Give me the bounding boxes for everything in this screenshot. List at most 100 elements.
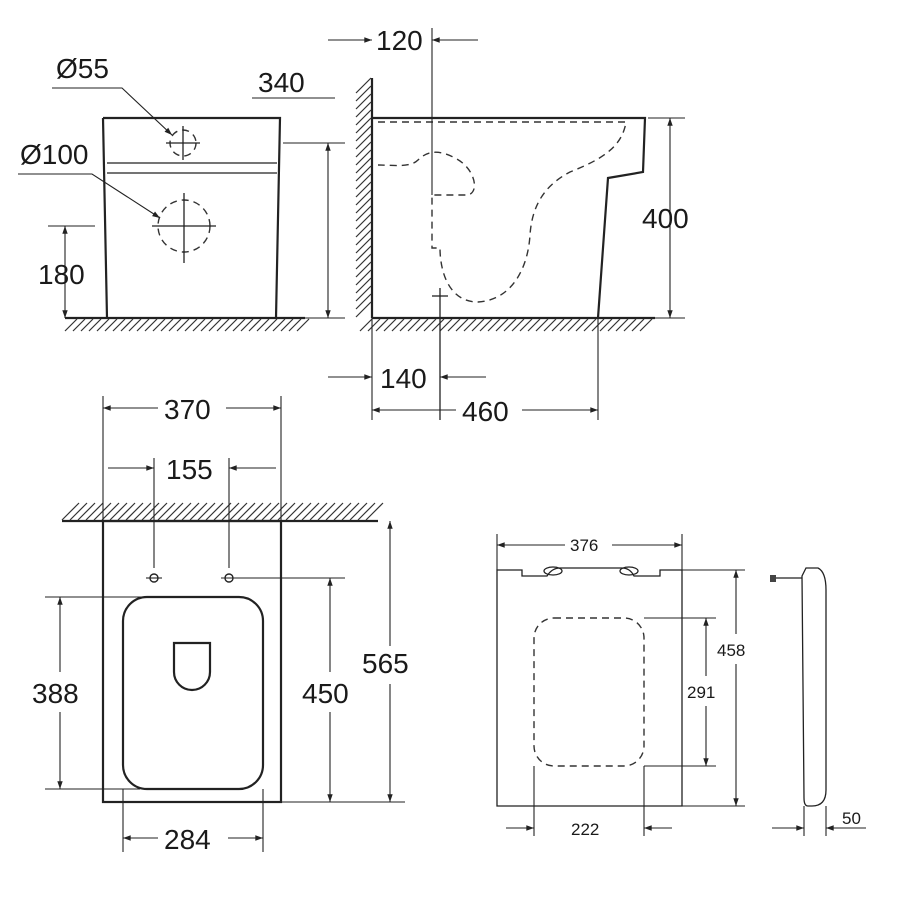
hatch-stroke: [293, 502, 312, 521]
hatch-stroke: [80, 318, 94, 332]
hatch-stroke: [197, 502, 216, 521]
hatch-stroke: [333, 502, 352, 521]
hatch-stroke: [355, 197, 372, 214]
hatch-stroke: [280, 318, 294, 332]
hatch-stroke: [208, 318, 222, 332]
plan-outlet: [172, 641, 212, 692]
hatch-stroke: [355, 109, 372, 126]
seat-opening: [533, 617, 645, 767]
hatch-stroke: [375, 318, 389, 332]
hatch-stroke: [355, 253, 372, 270]
hatch-stroke: [607, 318, 621, 332]
hatch-stroke: [355, 293, 372, 310]
hatch-stroke: [639, 318, 653, 332]
side-hidden-bowl: [377, 121, 627, 303]
hatch-stroke: [213, 502, 232, 521]
hatch-stroke: [104, 318, 118, 332]
hatch-stroke: [355, 181, 372, 198]
seat-side-hinge-cap: [770, 575, 776, 582]
side-view: 120 400 140 460: [328, 25, 689, 427]
hatch-stroke: [355, 277, 372, 294]
hatch-stroke: [355, 117, 372, 134]
hatch-stroke: [355, 133, 372, 150]
hatch-stroke: [144, 318, 158, 332]
hatch-stroke: [431, 318, 445, 332]
hatch-stroke: [519, 318, 533, 332]
hatch-stroke: [168, 318, 182, 332]
seat-side-profile: [801, 567, 827, 807]
hatch-stroke: [367, 318, 381, 332]
hatch-stroke: [216, 318, 230, 332]
label-dia-inlet: Ø55: [56, 53, 109, 84]
hatch-stroke: [285, 502, 304, 521]
hatch-stroke: [317, 502, 336, 521]
hatch-stroke: [355, 221, 372, 238]
label-side-depth: 460: [462, 396, 509, 427]
hatch-stroke: [77, 502, 96, 521]
hatch-stroke: [184, 318, 198, 332]
hatch-stroke: [272, 318, 286, 332]
hatch-stroke: [125, 502, 144, 521]
hatch-stroke: [355, 189, 372, 206]
hatch-stroke: [256, 318, 270, 332]
hatch-stroke: [359, 318, 373, 332]
hatch-stroke: [309, 502, 328, 521]
hatch-stroke: [232, 318, 246, 332]
seat-hinge-left: [543, 566, 563, 576]
hatch-stroke: [152, 318, 166, 332]
hatch-stroke: [264, 318, 278, 332]
seat-outline: [496, 567, 683, 807]
hatch-stroke: [471, 318, 485, 332]
label-seat-thickness: 50: [842, 809, 861, 828]
hatch-stroke: [149, 502, 168, 521]
hatch-stroke: [355, 77, 372, 94]
hatch-stroke: [173, 502, 192, 521]
label-seat-inner-length: 291: [687, 683, 715, 702]
hatch-stroke: [567, 318, 581, 332]
label-side-height: 400: [642, 203, 689, 234]
hatch-stroke: [447, 318, 461, 332]
hatch-stroke: [224, 318, 238, 332]
hatch-stroke: [248, 318, 262, 332]
hatch-stroke: [407, 318, 421, 332]
hatch-stroke: [165, 502, 184, 521]
hatch-stroke: [527, 318, 541, 332]
hatch-stroke: [85, 502, 104, 521]
plan-bowl: [121, 595, 265, 791]
label-dia-outlet: Ø100: [20, 139, 89, 170]
hatch-stroke: [205, 502, 224, 521]
hatch-stroke: [160, 318, 174, 332]
hatch-stroke: [355, 229, 372, 246]
hatch-stroke: [355, 165, 372, 182]
side-body-outline: [372, 116, 647, 319]
hatch-stroke: [88, 318, 102, 332]
hatch-stroke: [288, 318, 302, 332]
label-height-total: 340: [258, 67, 305, 98]
hatch-stroke: [543, 318, 557, 332]
hatch-stroke: [623, 318, 637, 332]
hatch-stroke: [237, 502, 256, 521]
hatch-stroke: [391, 318, 405, 332]
hatch-stroke: [141, 502, 160, 521]
hatch-stroke: [583, 318, 597, 332]
label-fix-spacing: 155: [166, 454, 213, 485]
hatch-stroke: [245, 502, 264, 521]
hatch-stroke: [200, 318, 214, 332]
hatch-stroke: [355, 213, 372, 230]
seat-view: 376 458 291 222 50: [496, 534, 866, 839]
hatch-stroke: [355, 269, 372, 286]
hatch-stroke: [112, 318, 126, 332]
hatch-stroke: [355, 261, 372, 278]
hatch-stroke: [399, 318, 413, 332]
hatch-stroke: [631, 318, 645, 332]
hatch-stroke: [355, 125, 372, 142]
hatch-stroke: [355, 205, 372, 222]
label-seat-width: 376: [570, 536, 598, 555]
hatch-stroke: [487, 318, 501, 332]
hatch-stroke: [325, 502, 344, 521]
hatch-stroke: [355, 245, 372, 262]
hatch-stroke: [575, 318, 589, 332]
hatch-stroke: [615, 318, 629, 332]
hatch-stroke: [355, 101, 372, 118]
